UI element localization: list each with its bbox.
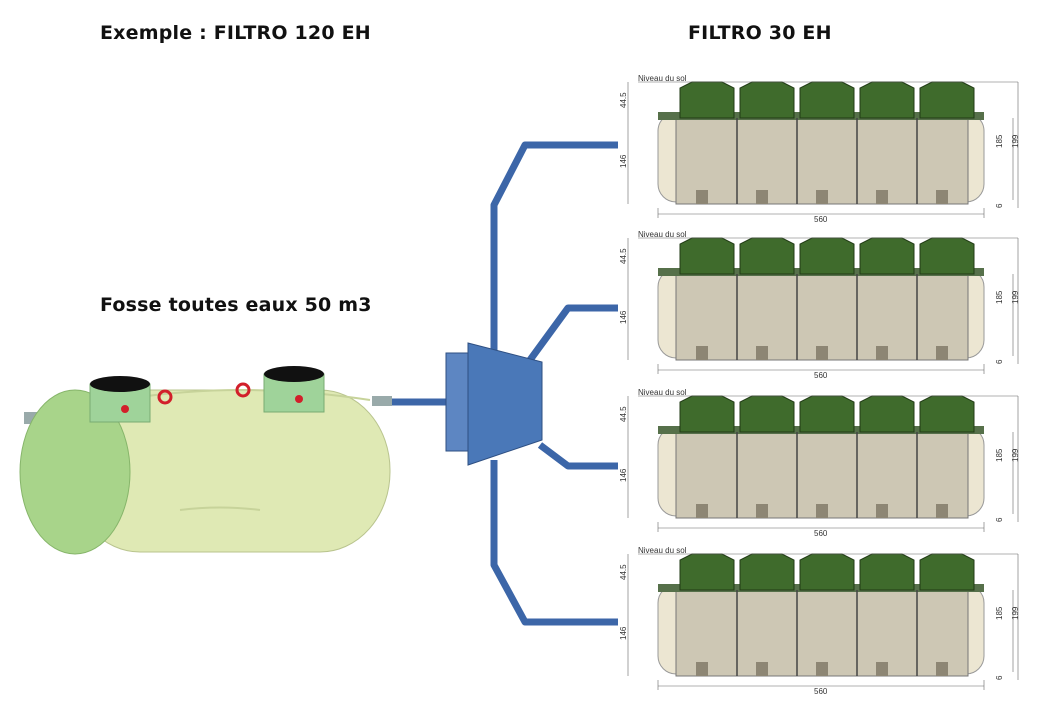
dimension-146: 146	[619, 468, 628, 482]
ground-level-label: Niveau du sol	[638, 388, 687, 397]
dimension-185: 185	[995, 606, 1004, 620]
fosse-heading: Fosse toutes eaux 50 m3	[100, 294, 372, 316]
dimension-560: 560	[814, 215, 828, 224]
filtro-unit-3: Niveau du sol 44.5 146 185 199 6 560	[617, 388, 1021, 539]
filtro-unit-2: Niveau du sol 44.5 146 185 199 6 560	[617, 230, 1021, 381]
dimension-146: 146	[619, 310, 628, 324]
filtro-unit-1: Niveau du sol 44.5 146 185 199 6 560	[617, 74, 1021, 225]
dimension-44-5: 44.5	[619, 92, 628, 108]
dimension-6: 6	[995, 517, 1004, 522]
dimension-6: 6	[995, 675, 1004, 680]
filtro-heading: FILTRO 30 EH	[688, 22, 832, 44]
dimension-185: 185	[995, 290, 1004, 304]
dimension-6: 6	[995, 203, 1004, 208]
ground-level-label: Niveau du sol	[638, 230, 687, 239]
filtro-unit-4: Niveau du sol 44.5 146 185 199 6 560	[617, 546, 1021, 697]
ground-level-label: Niveau du sol	[638, 74, 687, 83]
dimension-44-5: 44.5	[619, 406, 628, 422]
septic-tank	[19, 366, 392, 555]
dimension-6: 6	[995, 359, 1004, 364]
dimension-146: 146	[619, 626, 628, 640]
dimension-199: 199	[1011, 448, 1020, 462]
dimension-146: 146	[619, 154, 628, 168]
dimension-44-5: 44.5	[619, 248, 628, 264]
dimension-44-5: 44.5	[619, 564, 628, 580]
distribution-box	[445, 342, 543, 466]
dimension-199: 199	[1011, 290, 1020, 304]
ground-level-label: Niveau du sol	[638, 546, 687, 555]
dimension-560: 560	[814, 687, 828, 696]
example-heading: Exemple : FILTRO 120 EH	[100, 22, 371, 44]
dimension-185: 185	[995, 134, 1004, 148]
dimension-199: 199	[1011, 134, 1020, 148]
pipe-unit-1	[490, 141, 655, 350]
dimension-199: 199	[1011, 606, 1020, 620]
pipe-unit-4	[490, 460, 655, 626]
dimension-560: 560	[814, 371, 828, 380]
dimension-560: 560	[814, 529, 828, 538]
dimension-185: 185	[995, 448, 1004, 462]
